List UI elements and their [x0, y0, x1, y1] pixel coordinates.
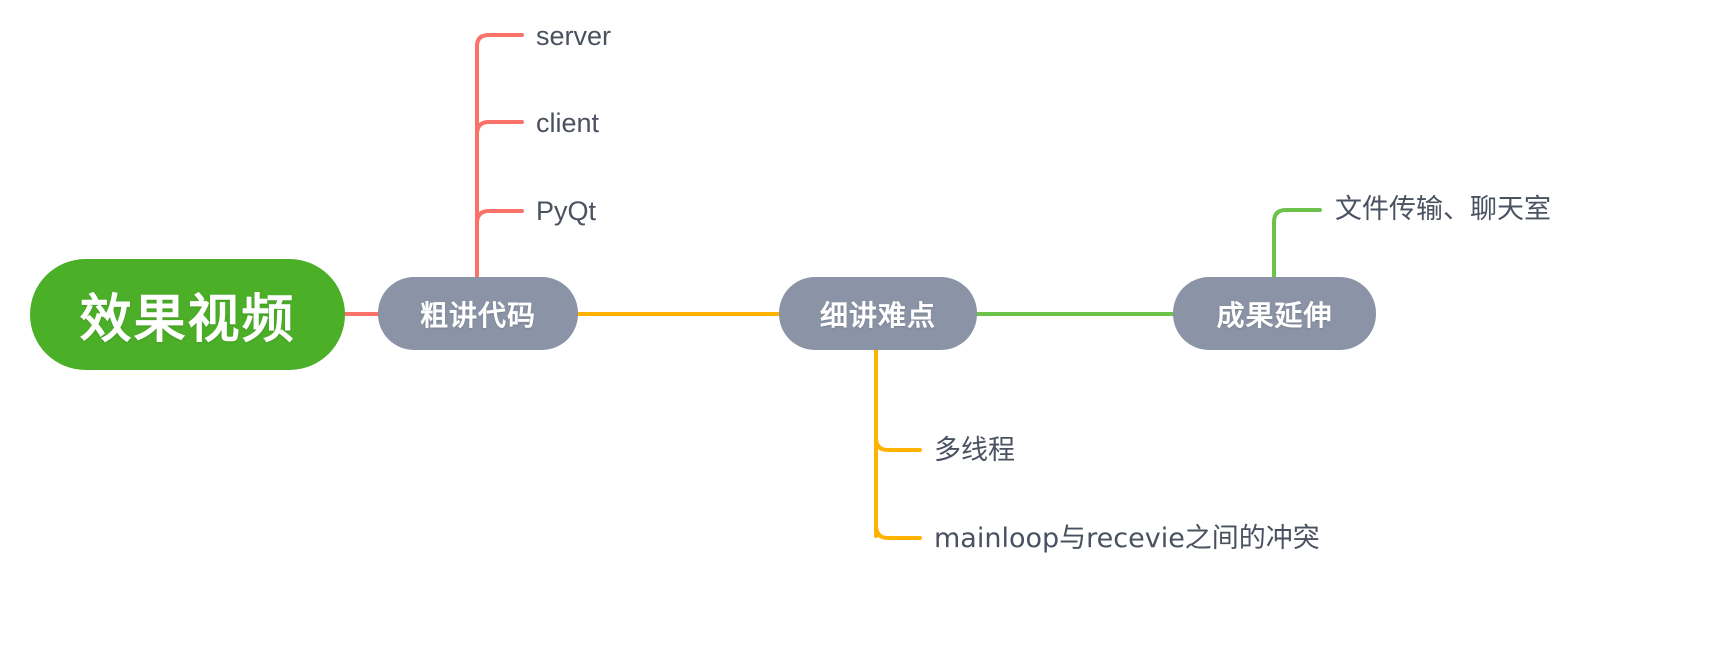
- link-branch1-to-pyqt: [475, 209, 524, 225]
- link-branch1-to-server: [475, 33, 524, 50]
- link-branch3-to-extension: [1272, 208, 1322, 280]
- leaf-label-server[interactable]: server: [536, 21, 612, 51]
- node-root-label: 效果视频: [79, 291, 296, 349]
- node-branch-1-label: 粗讲代码: [419, 299, 536, 331]
- leaf-label-client[interactable]: client: [536, 108, 600, 138]
- leaf-label-file-transfer-chatroom[interactable]: 文件传输、聊天室: [1335, 194, 1551, 225]
- node-branch-2-label: 细讲难点: [819, 299, 936, 331]
- link-branch1-to-client: [475, 120, 524, 136]
- node-branch-3-label: 成果延伸: [1216, 299, 1333, 331]
- leaf-label-pyqt[interactable]: PyQt: [536, 196, 597, 226]
- link-branch2-to-multithread: [874, 436, 922, 452]
- leaf-label-multithread[interactable]: 多线程: [934, 435, 1015, 466]
- node-branch-3[interactable]: 成果延伸: [1173, 277, 1376, 350]
- leaf-label-mainloop-conflict[interactable]: mainloop与recevie之间的冲突: [934, 523, 1320, 554]
- node-branch-1[interactable]: 粗讲代码: [378, 277, 578, 350]
- node-branch-2[interactable]: 细讲难点: [779, 277, 977, 350]
- link-branch2-to-conflict: [874, 523, 922, 540]
- node-root[interactable]: 效果视频: [30, 259, 345, 370]
